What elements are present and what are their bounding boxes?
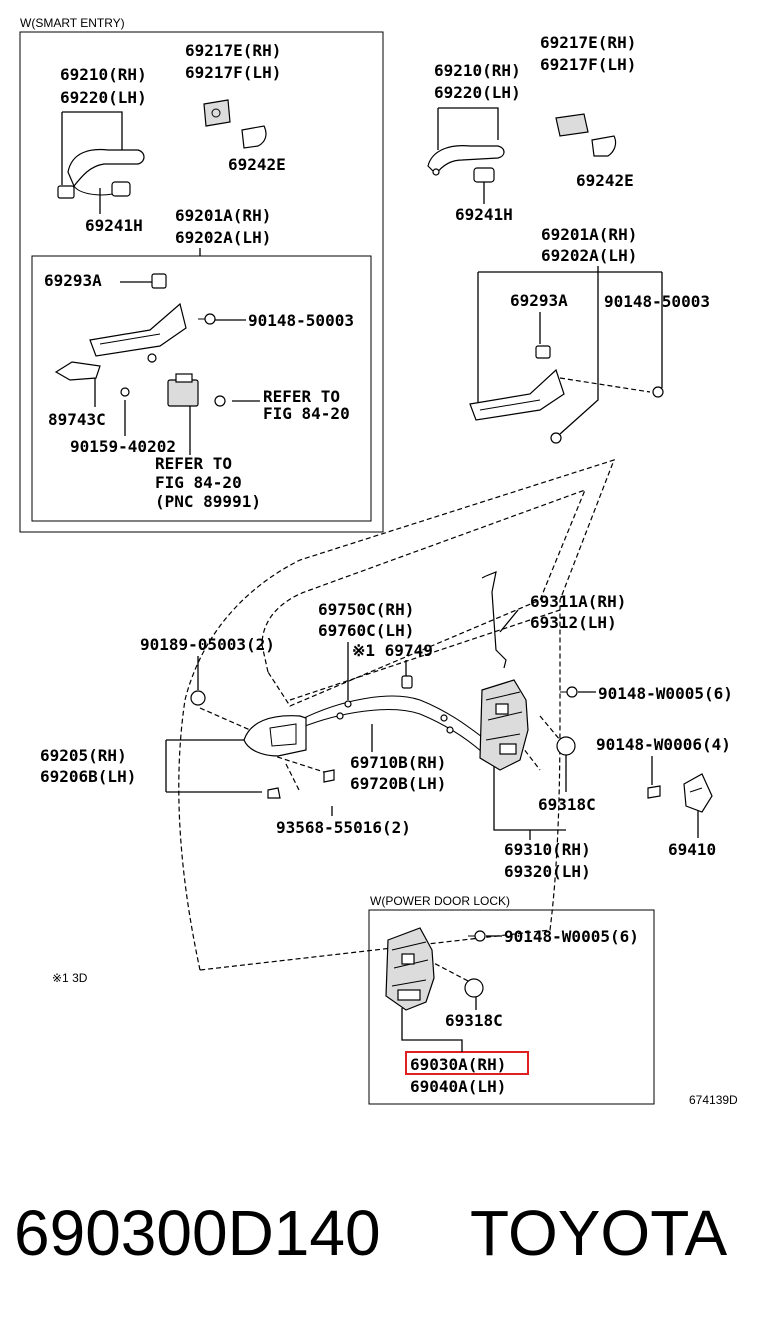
label-69217f-lh: 69217F(LH)	[185, 63, 281, 82]
label-r-90148-50003: 90148-50003	[604, 292, 710, 311]
caption-brand: TOYOTA	[470, 1197, 728, 1269]
leader-r-69201a	[477, 266, 662, 435]
leader-69311a	[499, 609, 519, 633]
smart-entry-outer-box	[19, 31, 384, 533]
label-69720b: 69720B(LH)	[350, 774, 446, 793]
label-refer-to-2: REFER TO	[155, 454, 232, 473]
label-69320: 69320(LH)	[504, 862, 591, 881]
label-69312: 69312(LH)	[530, 613, 617, 632]
label-r-69217e: 69217E(RH)	[540, 33, 636, 52]
dash-lock-2	[519, 743, 541, 771]
r-frame-assembly	[469, 345, 664, 444]
power-lock-assembly-part	[385, 927, 486, 1011]
handle-pad-69217e	[203, 99, 231, 127]
r-pad-69217e	[555, 113, 589, 137]
power-door-lock-frame-title: W(POWER DOOR LOCK)	[370, 894, 510, 908]
label-r-69220: 69220(LH)	[434, 83, 521, 102]
r-outside-handle-part	[427, 145, 505, 183]
leader-p-69030a	[401, 1008, 463, 1052]
caption-part-number: 690300D140	[14, 1197, 381, 1269]
leader-69310	[493, 764, 566, 840]
label-r-69210: 69210(RH)	[434, 61, 521, 80]
inside-handle-part	[190, 690, 335, 799]
label-69206b: 69206B(LH)	[40, 767, 136, 786]
label-pnc-89991: (PNC 89991)	[155, 492, 261, 511]
door-outline	[178, 459, 616, 971]
label-r-69242e: 69242E	[576, 171, 634, 190]
label-69201a-rh: 69201A(RH)	[175, 206, 271, 225]
handle-pad-69242e	[241, 125, 267, 149]
label-p-69318c: 69318C	[445, 1011, 503, 1030]
label-69040a: 69040A(LH)	[410, 1077, 506, 1096]
label-69242e: 69242E	[228, 155, 286, 174]
label-69293a: 69293A	[44, 271, 102, 290]
label-r-69293a: 69293A	[510, 291, 568, 310]
main-labels: 69311A(RH) 69312(LH) 69750C(RH) 69760C(L…	[40, 592, 733, 985]
label-fig-84-20-1: FIG 84-20	[263, 404, 350, 423]
label-89743c: 89743C	[48, 410, 106, 429]
cables-part	[299, 675, 487, 753]
striker-part	[647, 773, 713, 813]
bracket-89743c	[54, 361, 130, 397]
label-69210-rh: 69210(RH)	[60, 65, 147, 84]
main-leaders	[165, 609, 699, 840]
lock-rod-part	[481, 571, 507, 669]
label-r-69241h: 69241H	[455, 205, 513, 224]
figure-code: 674139D	[689, 1093, 738, 1107]
label-fig-84-20-2: FIG 84-20	[155, 473, 242, 492]
power-door-lock-frame: W(POWER DOOR LOCK) 90148-W0005(6) 69318C…	[368, 894, 655, 1105]
leader-69205	[165, 739, 262, 793]
label-r-69202a: 69202A(LH)	[541, 246, 637, 265]
label-69750c: 69750C(RH)	[318, 600, 414, 619]
dash-screw-2	[285, 763, 301, 793]
label-69410: 69410	[668, 840, 716, 859]
label-refer-to-1: REFER TO	[263, 387, 340, 406]
label-69205: 69205(RH)	[40, 746, 127, 765]
frame-assembly-part	[89, 273, 216, 363]
r-pad-69242e	[591, 135, 617, 157]
dash-r-bolt	[559, 377, 651, 393]
label-69241h: 69241H	[85, 216, 143, 235]
label-r-69201a: 69201A(RH)	[541, 225, 637, 244]
power-door-lock-box	[368, 909, 655, 1105]
label-69310: 69310(RH)	[504, 840, 591, 859]
label-note-3d: ※1 3D	[52, 971, 88, 985]
highlight-box-69030a	[405, 1051, 529, 1075]
label-69710b: 69710B(RH)	[350, 753, 446, 772]
label-p-90148-w0005: 90148-W0005(6)	[504, 927, 639, 946]
label-69217e-rh: 69217E(RH)	[185, 41, 281, 60]
leader-69210	[61, 111, 123, 185]
handle-group-non-smart: 69217E(RH) 69217F(LH) 69210(RH) 69220(LH…	[427, 33, 710, 444]
label-90148-50003: 90148-50003	[248, 311, 354, 330]
label-69318c: 69318C	[538, 795, 596, 814]
outside-handle-part	[57, 148, 145, 199]
label-69220-lh: 69220(LH)	[60, 88, 147, 107]
label-69030a-highlighted: 69030A(RH)	[410, 1055, 506, 1074]
dash-lock	[539, 715, 561, 741]
label-90189-05003: 90189-05003(2)	[140, 635, 275, 654]
label-90159-40202: 90159-40202	[70, 437, 176, 456]
smart-entry-frame-title: W(SMART ENTRY)	[20, 16, 125, 30]
antenna-module	[167, 373, 226, 407]
dash-clip	[199, 707, 251, 731]
label-r-69217f: 69217F(LH)	[540, 55, 636, 74]
leader-r-69210	[437, 107, 499, 150]
label-90148-w0005: 90148-W0005(6)	[598, 684, 733, 703]
label-93568-55016: 93568-55016(2)	[276, 818, 411, 837]
smart-entry-frame: W(SMART ENTRY) 69210(RH) 69220(LH) 69217…	[19, 16, 384, 533]
label-69311a: 69311A(RH)	[530, 592, 626, 611]
label-90148-w0006: 90148-W0006(4)	[596, 735, 731, 754]
smart-entry-inner-box	[31, 255, 372, 522]
label-69760c: 69760C(LH)	[318, 621, 414, 640]
label-69202a-lh: 69202A(LH)	[175, 228, 271, 247]
door-lock-assembly-part	[479, 679, 578, 771]
label-69749: ※1 69749	[352, 641, 433, 660]
